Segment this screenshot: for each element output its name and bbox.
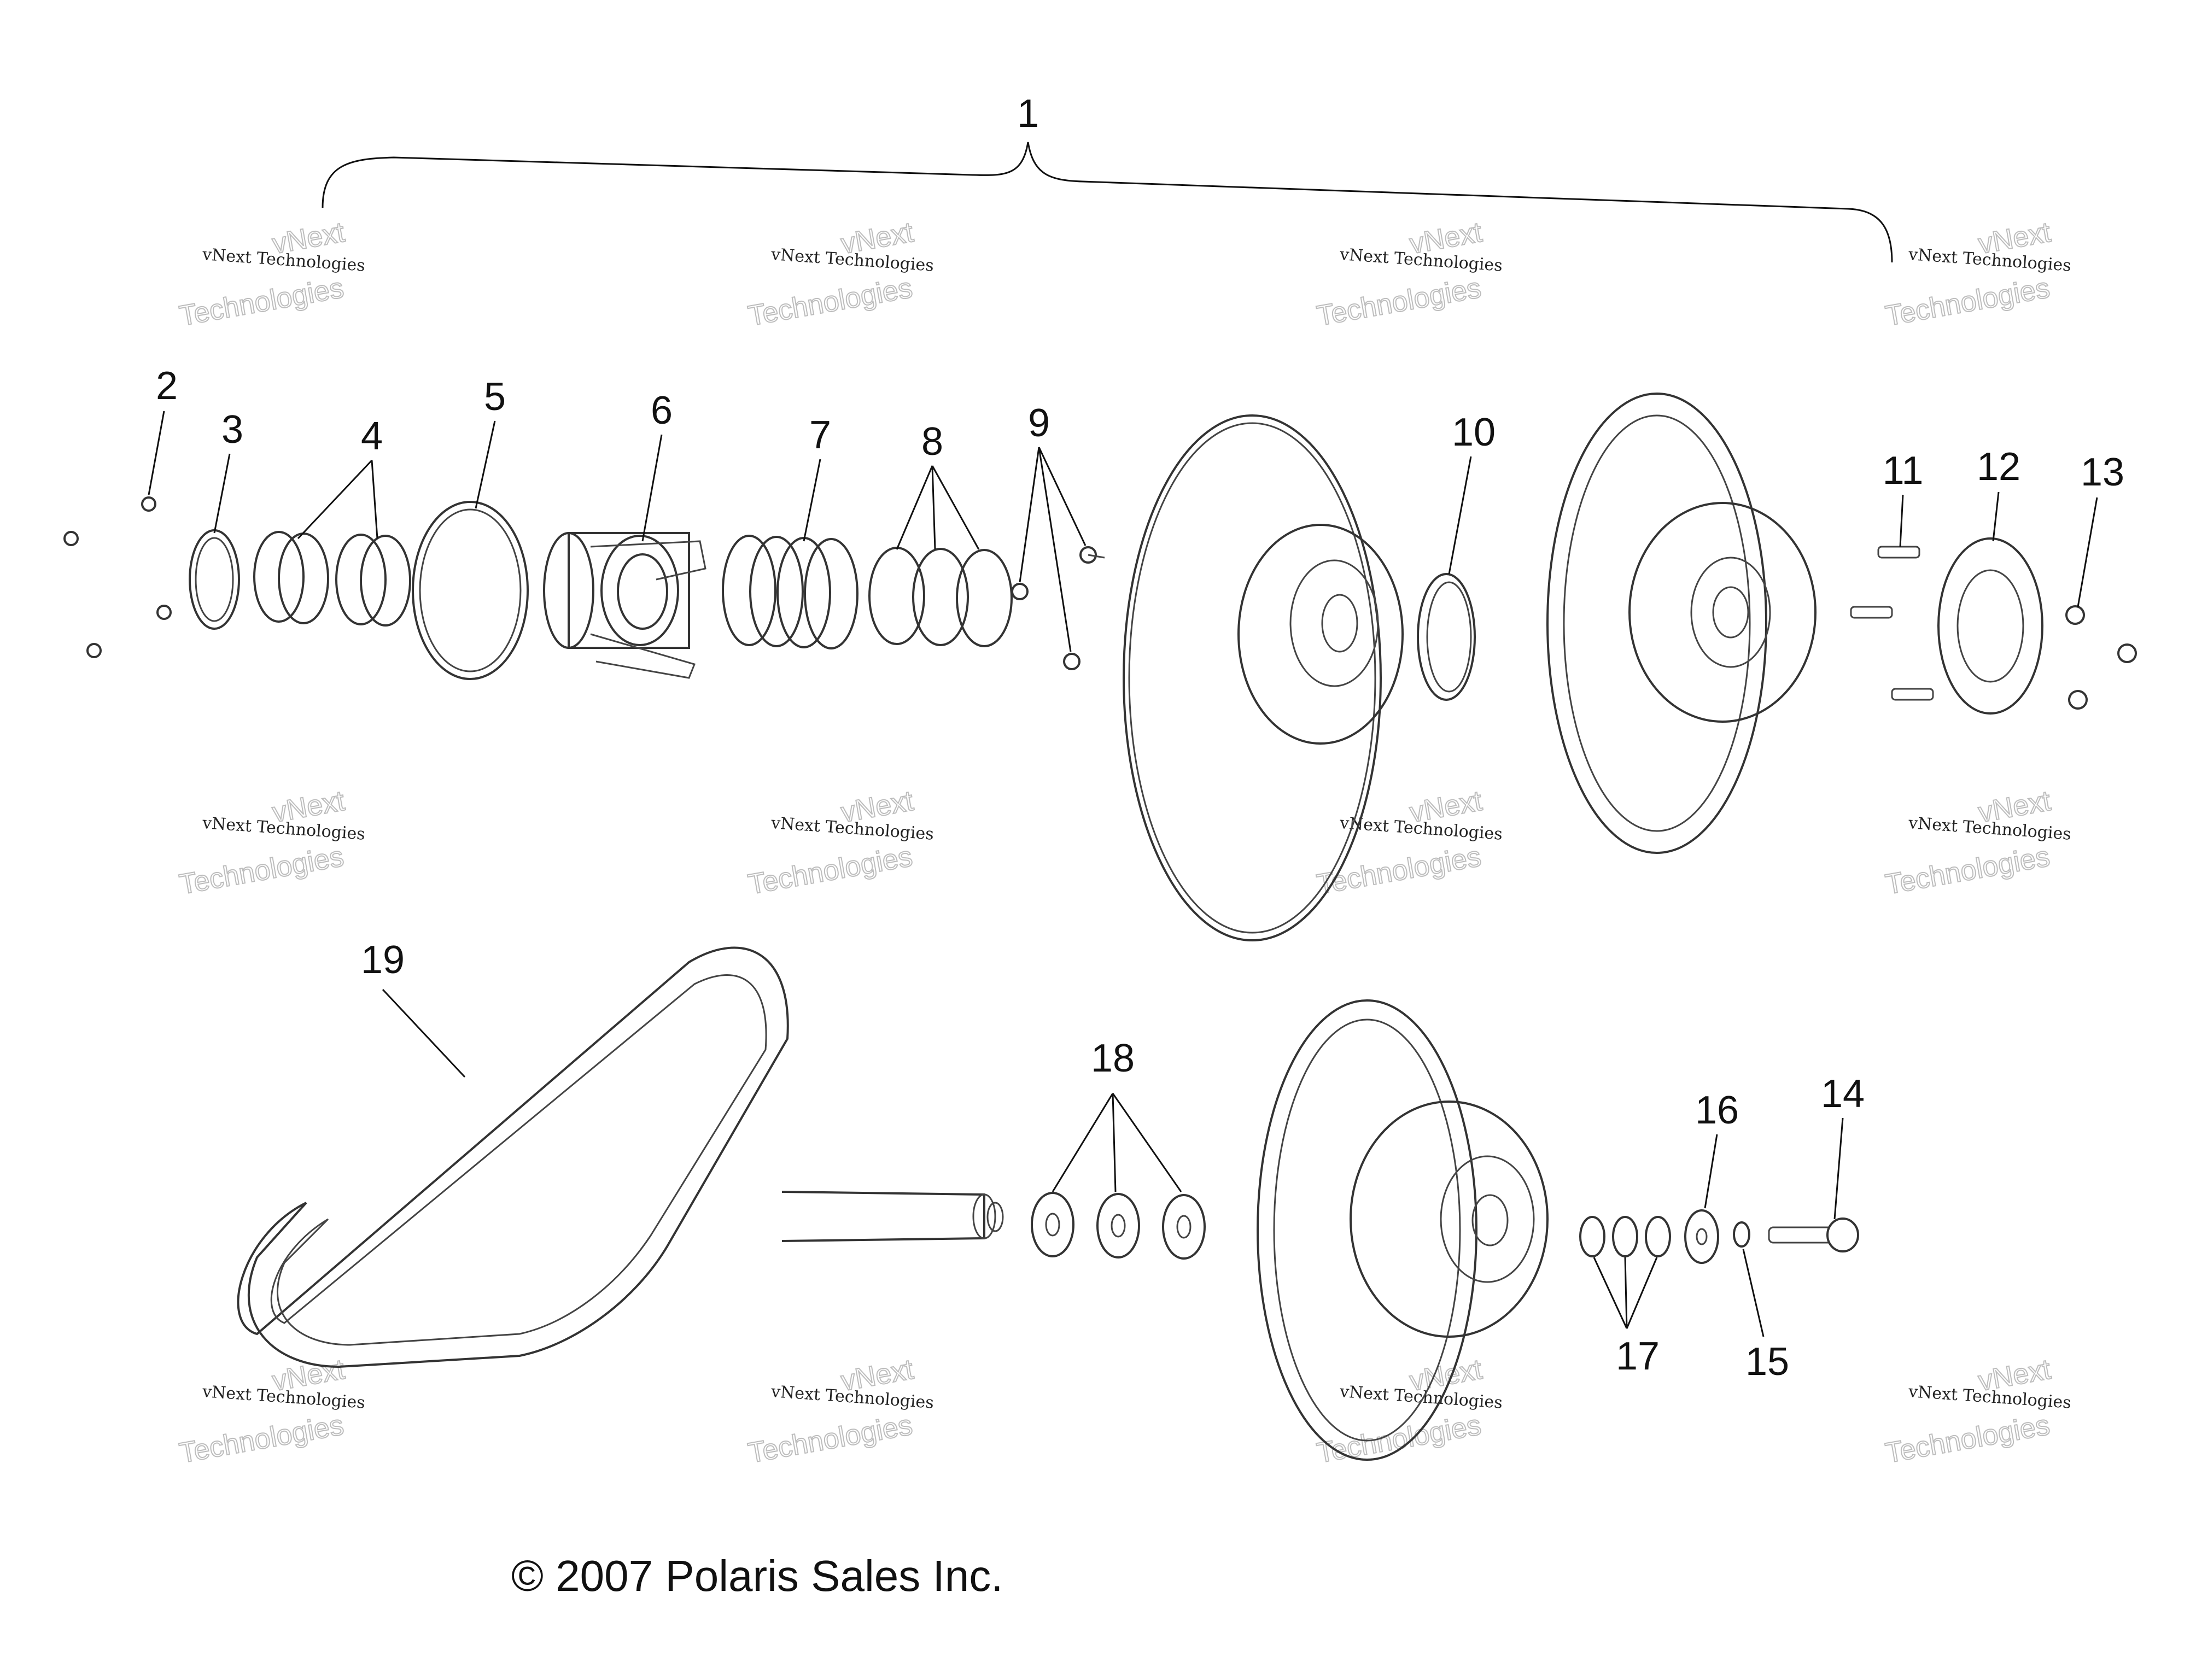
watermark-technologies: Technologies: [1883, 1409, 2052, 1470]
part-9-bolts: [1011, 546, 1105, 670]
callout-1: 1: [1017, 92, 1039, 136]
part-16-washer: [1684, 1209, 1719, 1264]
leader-lines: [148, 411, 2098, 1337]
assembly-brace: [322, 142, 1893, 263]
part-15-lock-washer: [1733, 1221, 1750, 1248]
callout-8: 8: [921, 420, 943, 464]
callout-13: 13: [2081, 450, 2124, 494]
watermark-technologies: Technologies: [746, 841, 915, 901]
callout-5: 5: [484, 375, 506, 419]
part-7-spring: [722, 535, 858, 649]
callout-6: 6: [651, 389, 673, 432]
part-5-band: [412, 501, 529, 680]
callout-9: 9: [1028, 401, 1050, 445]
watermark-technologies: Technologies: [1315, 1409, 1484, 1470]
part-stationary-sheave: [1123, 414, 1404, 941]
watermark-technologies: Technologies: [177, 841, 346, 901]
part-11-pins: [1850, 546, 1934, 701]
part-12-cover: [1937, 537, 2043, 715]
watermark-technologies: Technologies: [1883, 841, 2052, 901]
callout-12: 12: [1977, 445, 2020, 489]
copyright-notice: © 2007 Polaris Sales Inc.: [511, 1552, 1003, 1600]
part-13-nuts: [2065, 605, 2137, 710]
callout-labels: 1 2 3 4 5 6 7 8 9 10 11 12 13 14 15 16 1…: [156, 92, 2124, 1384]
part-8-rings: [868, 547, 1013, 647]
callout-10: 10: [1452, 411, 1496, 454]
watermark-technologies: Technologies: [1315, 272, 1484, 332]
callout-15: 15: [1745, 1340, 1789, 1384]
callout-2: 2: [156, 364, 178, 408]
watermark-technologies: Technologies: [746, 272, 915, 332]
watermark-technologies: Technologies: [746, 1409, 915, 1470]
part-10-washer: [1417, 573, 1476, 701]
callout-11: 11: [1883, 449, 1924, 493]
watermark-technologies: Technologies: [177, 1409, 346, 1470]
part-shaft: [781, 1191, 1004, 1242]
callout-17: 17: [1616, 1334, 1660, 1378]
part-19-belt: [237, 946, 789, 1368]
part-movable-sheave: [1546, 393, 1817, 854]
watermark-technologies: Technologies: [1883, 272, 2052, 332]
part-17-washers: [1579, 1216, 1671, 1257]
callout-18: 18: [1091, 1037, 1135, 1080]
part-3-retaining-ring: [189, 529, 240, 630]
callout-19: 19: [361, 938, 405, 982]
part-6-spider: [543, 532, 706, 679]
watermark-technologies: Technologies: [177, 272, 346, 332]
callout-7: 7: [809, 413, 831, 457]
part-18-washers: [1031, 1192, 1206, 1260]
part-14-bolt: [1768, 1217, 1859, 1252]
callout-14: 14: [1821, 1072, 1865, 1116]
callout-3: 3: [221, 408, 243, 452]
part-4-rings: [253, 531, 411, 627]
callout-4: 4: [361, 414, 383, 458]
part-2-screws: [63, 496, 172, 658]
callout-16: 16: [1695, 1088, 1739, 1132]
part-driven-clutch: [1257, 999, 1549, 1461]
